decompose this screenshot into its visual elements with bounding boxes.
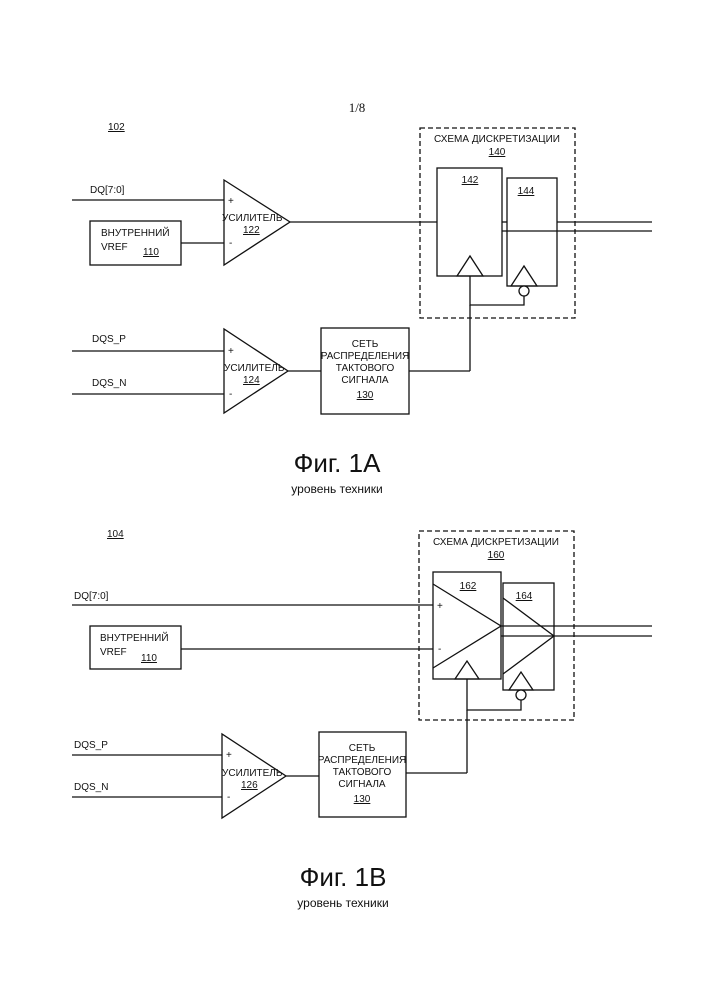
- fig-b-subcaption: уровень техники: [297, 896, 388, 910]
- fig-a-ff2-ref: 144: [518, 186, 535, 197]
- fig-b-dqs-n-label: DQS_N: [74, 782, 108, 793]
- fig-a-amp-minus: -: [229, 238, 232, 249]
- fig-b-cmp1-minus: -: [438, 644, 441, 655]
- fig-b-clk-line3: ТАКТОВОГО: [333, 767, 392, 778]
- fig-b-amp-label: УСИЛИТЕЛЬ: [222, 768, 283, 779]
- fig-a-caption: Фиг. 1А: [294, 448, 382, 478]
- fig-b-vref-line1: ВНУТРЕННИЙ: [100, 631, 169, 644]
- fig-b-amp-minus: -: [227, 792, 230, 803]
- fig-b-clk-line4: СИГНАЛА: [338, 779, 385, 790]
- fig-b-amp-ref: 126: [241, 780, 258, 791]
- fig-b-sampler-ref: 160: [488, 550, 505, 561]
- fig-a-dq-label: DQ[7:0]: [90, 185, 125, 196]
- fig-b-dqs-p-label: DQS_P: [74, 740, 108, 751]
- fig-a-vref-line2: VREF: [101, 242, 128, 253]
- fig-a-clk-amp-minus: -: [229, 389, 232, 400]
- fig-a-clk-line3: ТАКТОВОГО: [336, 363, 395, 374]
- fig-a-clk-line1: СЕТЬ: [352, 339, 379, 350]
- fig-a-subcaption: уровень техники: [291, 482, 382, 496]
- fig-a-clk-amp-plus: +: [228, 346, 234, 357]
- fig-a-clk-line4: СИГНАЛА: [341, 375, 388, 386]
- fig-a-vref-ref: 110: [143, 247, 159, 258]
- fig-a-dqs-n-label: DQS_N: [92, 378, 126, 389]
- fig-a-clk-line2: РАСПРЕДЕЛЕНИЯ: [321, 351, 410, 362]
- fig-b-cmp1-ref: 162: [460, 581, 477, 592]
- fig-a-clk-ref: 130: [357, 390, 374, 401]
- fig-b-vref-ref: 110: [141, 653, 157, 664]
- fig-b-dq-label: DQ[7:0]: [74, 591, 109, 602]
- fig-a-sampler-title: СХЕМА ДИСКРЕТИЗАЦИИ: [434, 134, 560, 145]
- fig-a-ff1-ref: 142: [462, 175, 479, 186]
- fig-a-vref-line1: ВНУТРЕННИЙ: [101, 226, 170, 239]
- fig-b-clk-line2: РАСПРЕДЕЛЕНИЯ: [318, 755, 407, 766]
- figure-1b: 104 DQ[7:0] ВНУТРЕННИЙ VREF 110 СХЕМА ДИ…: [72, 529, 652, 910]
- fig-a-inverter-bubble: [519, 286, 529, 296]
- fig-b-caption: Фиг. 1В: [300, 862, 387, 892]
- fig-a-dqs-p-label: DQS_P: [92, 334, 126, 345]
- fig-a-ref: 102: [108, 122, 125, 133]
- fig-b-cmp1-plus: +: [437, 601, 443, 612]
- fig-b-vref-line2: VREF: [100, 647, 127, 658]
- figure-1a: 102 DQ[7:0] ВНУТРЕННИЙ VREF 110 + - УСИЛ…: [72, 122, 652, 496]
- fig-a-amp-ref: 122: [243, 225, 260, 236]
- fig-b-clk-line1: СЕТЬ: [349, 743, 376, 754]
- fig-a-clk-amp-ref: 124: [243, 375, 260, 386]
- fig-a-amp-plus: +: [228, 196, 234, 207]
- fig-b-amp-plus: +: [226, 750, 232, 761]
- fig-a-amp-label: УСИЛИТЕЛЬ: [222, 213, 283, 224]
- fig-b-clk-ref: 130: [354, 794, 371, 805]
- fig-b-cmp2-ref: 164: [516, 591, 533, 602]
- fig-b-ref: 104: [107, 529, 124, 540]
- page-number: 1/8: [349, 100, 366, 115]
- fig-a-clk-amp-label: УСИЛИТЕЛЬ: [224, 363, 285, 374]
- fig-a-sampler-ref: 140: [489, 147, 506, 158]
- fig-b-sampler-title: СХЕМА ДИСКРЕТИЗАЦИИ: [433, 537, 559, 548]
- fig-b-inverter-bubble: [516, 690, 526, 700]
